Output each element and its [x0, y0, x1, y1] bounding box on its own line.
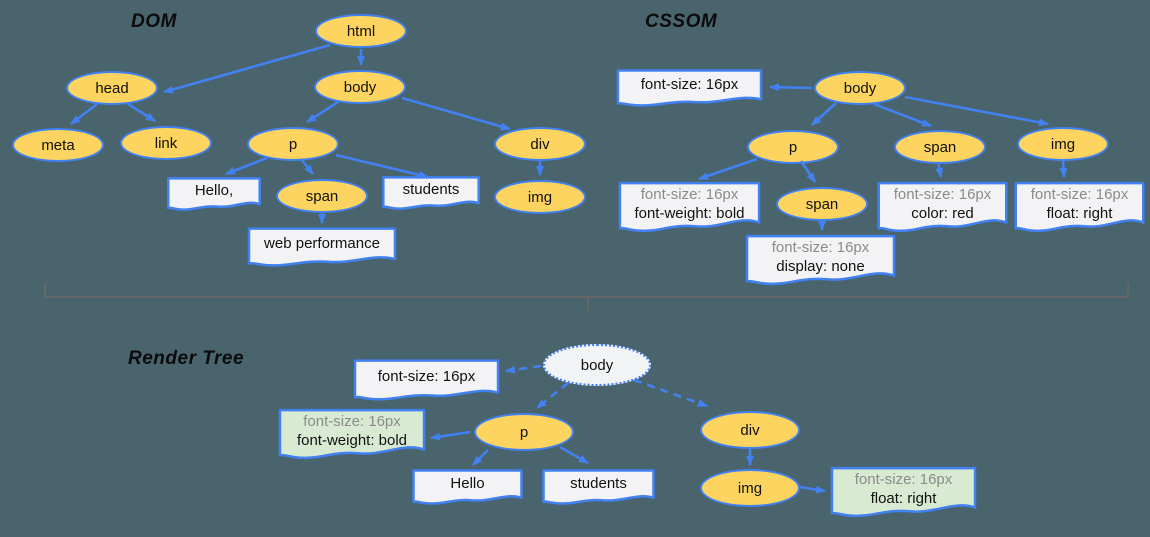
cssom-node-body: body	[814, 71, 906, 105]
render-rule-img-line2: float: right	[870, 489, 937, 507]
cssom-rule-p-span: font-size: 16px display: none	[745, 234, 896, 286]
edge-cssom-p-span	[799, 160, 817, 183]
edge-p-students	[335, 153, 429, 179]
edge-render-body-p	[536, 381, 569, 410]
render-textnode-students-label: students	[570, 475, 627, 492]
render-rule-body: font-size: 16px	[353, 359, 500, 401]
dom-title: DOM	[131, 11, 177, 32]
render-textnode-students: students	[542, 469, 655, 505]
edge-render-p-students	[559, 445, 589, 465]
edge-cssom-body-rule	[769, 83, 813, 92]
dom-textnode-students-label: students	[402, 181, 460, 198]
cssom-node-p-span: span	[776, 187, 868, 221]
cssom-rule-p-label: font-size: 16px font-weight: bold	[618, 181, 761, 226]
edge-cssom-body-p	[811, 102, 837, 126]
render-rule-p-line2: font-weight: bold	[296, 431, 408, 449]
document-shape	[167, 177, 261, 211]
cssom-rule-span: font-size: 16px color: red	[877, 181, 1008, 233]
cssom-rule-body-label: font-size: 16px	[640, 76, 739, 93]
edge-cssom-p-rule	[698, 157, 758, 181]
render-textnode-hello-label: Hello	[450, 475, 485, 492]
render-node-body: body	[543, 344, 651, 386]
dom-node-body: body	[314, 70, 406, 104]
dom-textnode-webperf-label: web performance	[264, 235, 380, 252]
cssom-node-p: p	[747, 130, 839, 164]
dom-node-head: head	[66, 71, 158, 105]
cssom-rule-body: font-size: 16px	[616, 69, 763, 107]
document-shape	[278, 408, 426, 460]
document-shape	[616, 69, 763, 107]
render-rule-p-label: font-size: 16px font-weight: bold	[278, 408, 426, 453]
edge-cssom-img-rule	[1059, 159, 1068, 178]
cssom-rule-p-span-line2: display: none	[776, 257, 865, 275]
edge-body-div	[401, 96, 511, 131]
edge-p-hello	[225, 156, 268, 176]
cssom-title: CSSOM	[645, 11, 718, 32]
dom-node-p: p	[247, 127, 339, 161]
edge-render-img-rule	[799, 485, 826, 494]
cssom-rule-img: font-size: 16px float: right	[1014, 181, 1145, 233]
edge-render-p-rule	[430, 430, 471, 441]
document-shape	[247, 227, 397, 267]
edge-render-body-rule	[505, 364, 542, 374]
dom-node-span: span	[276, 179, 368, 213]
edge-p-span	[299, 158, 315, 175]
dom-node-meta: meta	[12, 128, 104, 162]
document-shape	[877, 181, 1008, 233]
edge-body-p	[306, 100, 339, 124]
cssom-rule-p-line1: font-size: 16px	[640, 185, 739, 203]
document-shape	[353, 359, 500, 401]
render-rule-body-label: font-size: 16px	[377, 368, 476, 385]
dom-node-img: img	[494, 180, 586, 214]
document-shape	[618, 181, 761, 233]
render-rule-img: font-size: 16px float: right	[830, 466, 977, 518]
cssom-rule-p: font-size: 16px font-weight: bold	[618, 181, 761, 233]
document-shape	[830, 466, 977, 518]
document-shape	[382, 176, 480, 210]
cssom-rule-span-line2: color: red	[911, 204, 974, 222]
edge-render-body-div	[633, 378, 708, 408]
document-shape	[412, 469, 523, 505]
render-rule-img-label: font-size: 16px float: right	[830, 466, 977, 511]
cssom-node-img: img	[1017, 127, 1109, 161]
dom-textnode-hello: Hello,	[167, 177, 261, 211]
edge-head-meta	[70, 102, 98, 126]
document-shape	[1014, 181, 1145, 233]
cssom-rule-span-line1: font-size: 16px	[893, 185, 992, 203]
cssom-rule-img-line1: font-size: 16px	[1030, 185, 1129, 203]
section-divider	[44, 283, 1129, 311]
cssom-node-span: span	[894, 130, 986, 164]
cssom-rule-img-label: font-size: 16px float: right	[1014, 181, 1145, 226]
dom-textnode-hello-label: Hello,	[194, 182, 234, 199]
cssom-rule-p-line2: font-weight: bold	[634, 204, 745, 222]
document-shape	[745, 234, 896, 286]
render-tree-title: Render Tree	[128, 348, 245, 369]
cssom-rule-img-line2: float: right	[1046, 204, 1113, 222]
render-rule-img-line1: font-size: 16px	[854, 470, 953, 488]
cssom-rule-p-span-label: font-size: 16px display: none	[745, 234, 896, 279]
render-rule-p-line1: font-size: 16px	[303, 412, 401, 430]
dom-node-link: link	[120, 126, 212, 160]
dom-node-div: div	[494, 127, 586, 161]
document-shape	[542, 469, 655, 505]
cssom-rule-span-label: font-size: 16px color: red	[877, 181, 1008, 226]
edge-cssom-body-img	[904, 95, 1049, 127]
dom-textnode-students: students	[382, 176, 480, 210]
edge-html-head	[163, 43, 331, 94]
dom-node-html: html	[315, 14, 407, 48]
edge-cssom-body-span	[873, 102, 932, 128]
edge-cssom-span-rule	[935, 161, 944, 178]
render-node-div: div	[700, 411, 800, 449]
render-rule-p: font-size: 16px font-weight: bold	[278, 408, 426, 460]
edge-render-p-hello	[472, 449, 489, 466]
dom-textnode-webperf: web performance	[247, 227, 397, 267]
cssom-rule-p-span-line1: font-size: 16px	[771, 238, 870, 256]
render-textnode-hello: Hello	[412, 469, 523, 505]
edge-head-link	[127, 102, 156, 123]
render-node-img: img	[700, 469, 800, 507]
render-node-p: p	[474, 413, 574, 451]
